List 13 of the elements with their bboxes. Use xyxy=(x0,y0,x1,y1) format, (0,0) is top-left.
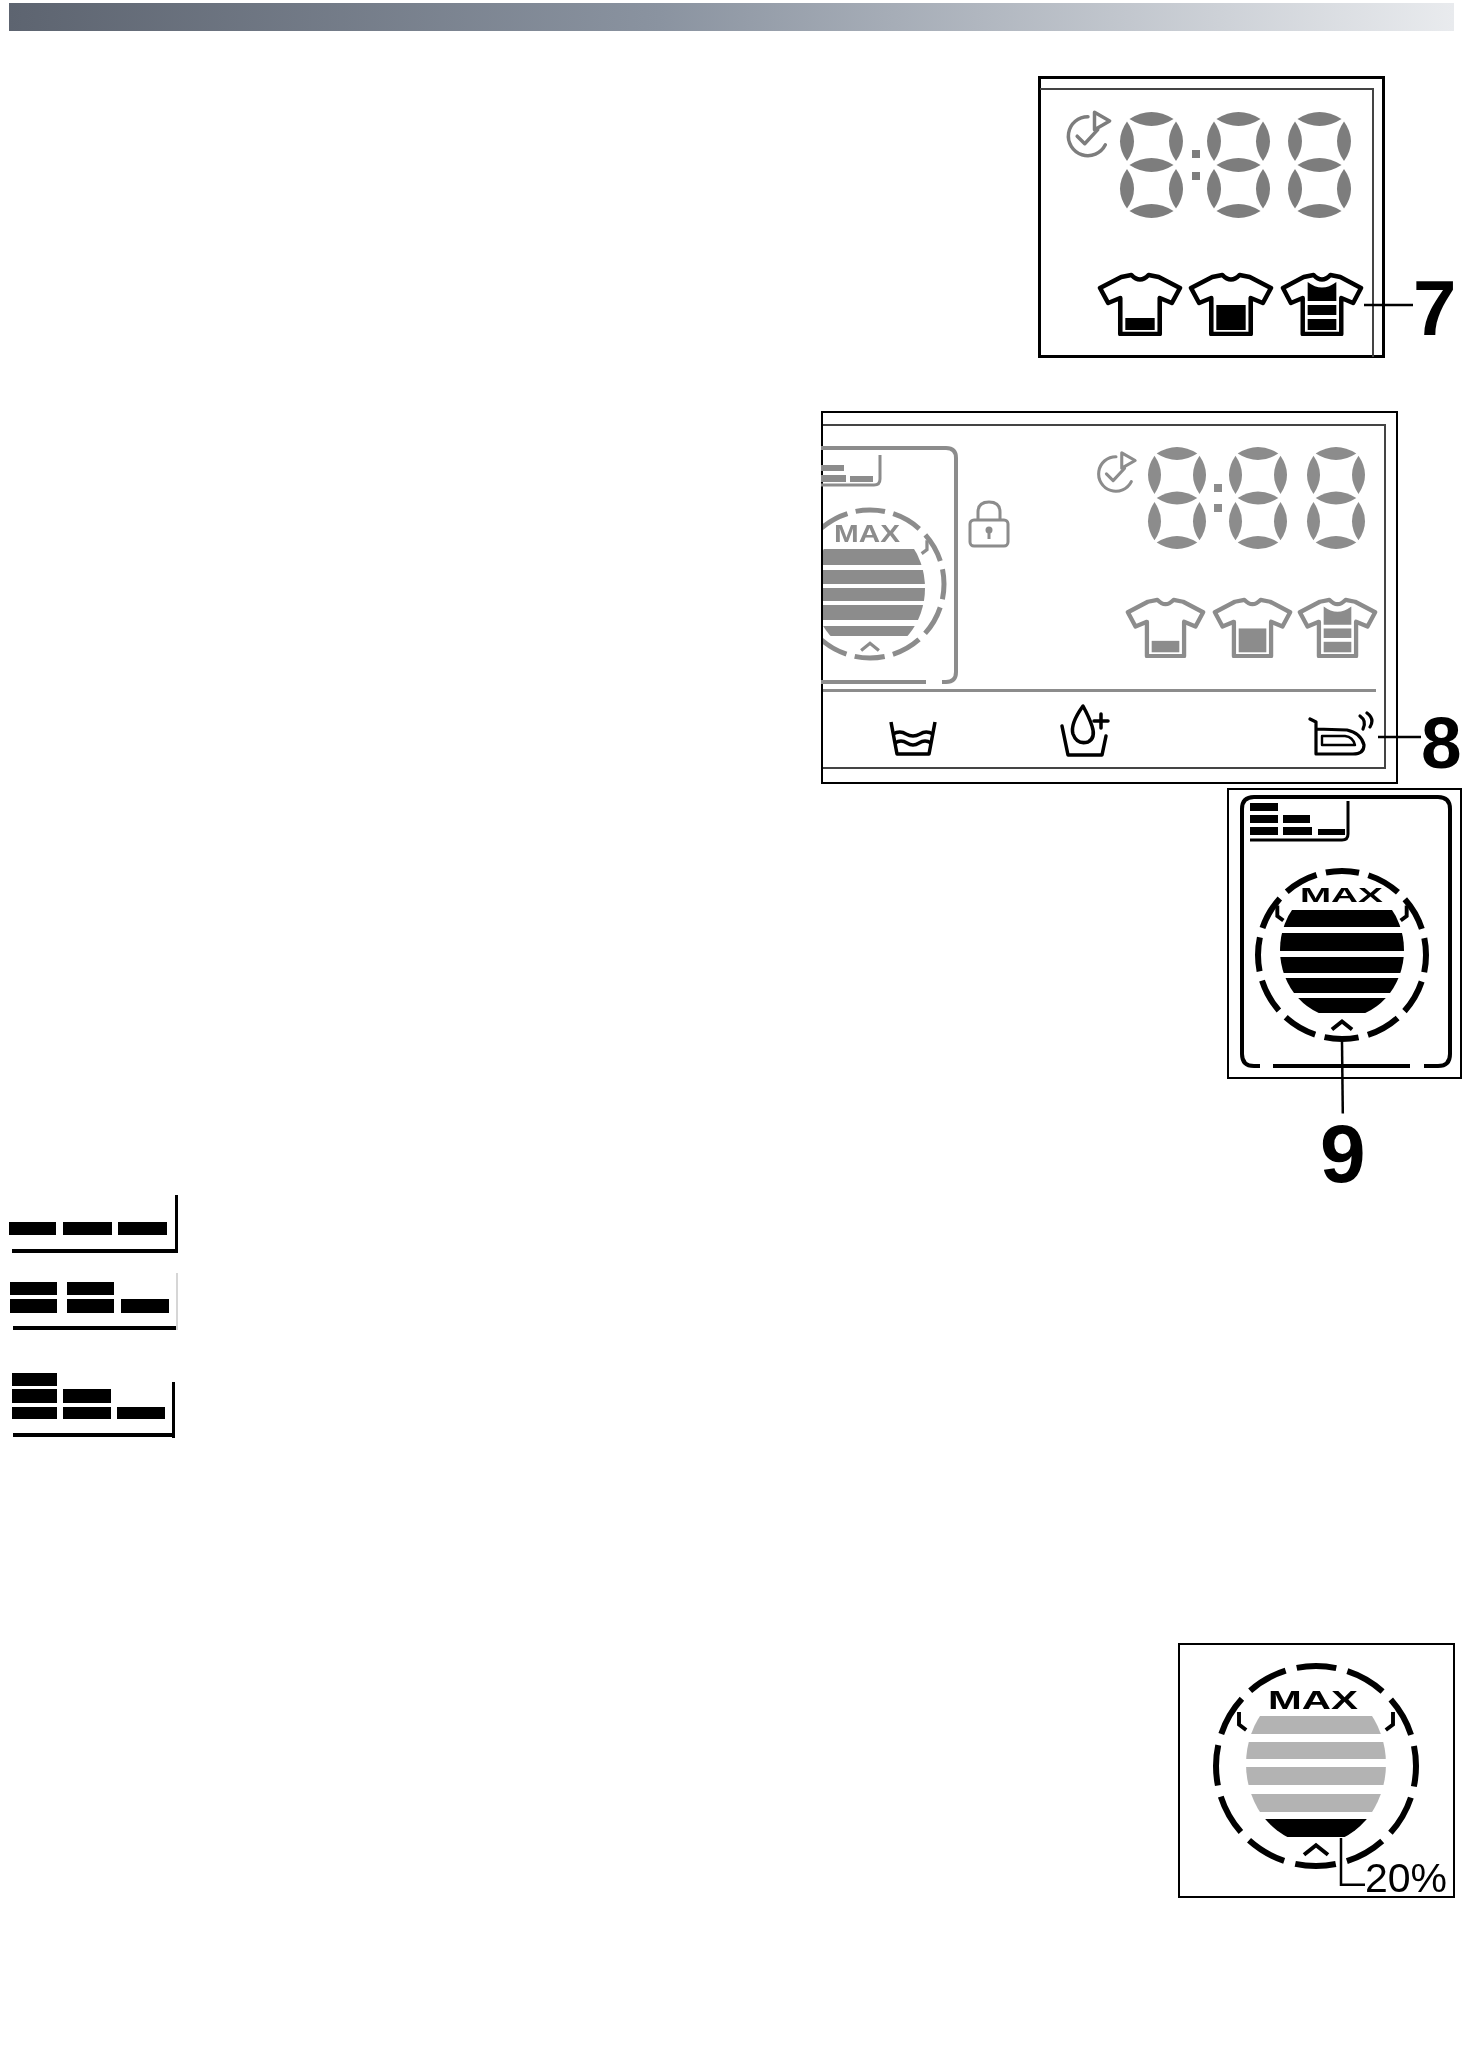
leader-line xyxy=(1340,1042,1345,1114)
callout-number: 7 xyxy=(1413,268,1457,347)
leader-line xyxy=(1364,303,1413,307)
leader-line xyxy=(1378,735,1421,739)
leader-line xyxy=(1339,1838,1365,1887)
callout-number: 9 xyxy=(1320,1113,1366,1196)
callout-number: 8 xyxy=(1421,706,1462,780)
max-label: MAX xyxy=(1300,884,1383,906)
max-label: MAX xyxy=(1268,1688,1358,1714)
shirt-icon xyxy=(1280,272,1364,336)
display-frame xyxy=(1178,1643,1455,1898)
max-label: MAX xyxy=(834,523,900,547)
callout-label: 20% xyxy=(1365,1858,1448,1900)
